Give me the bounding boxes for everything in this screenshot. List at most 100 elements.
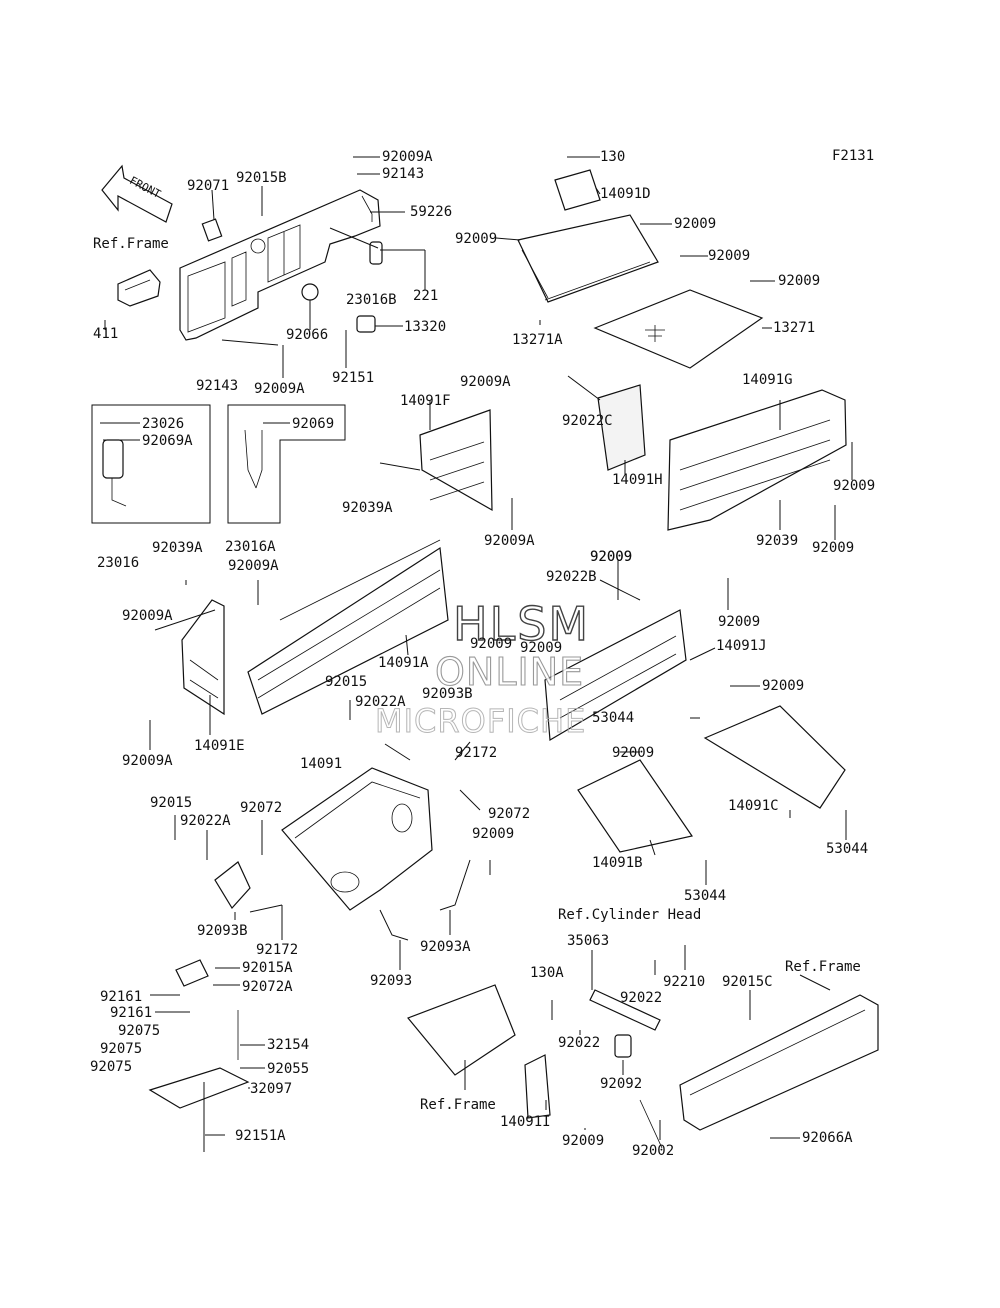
- panel-14091i: [524, 1054, 551, 1119]
- plate-13271a: [517, 169, 659, 303]
- rod-92093: [379, 909, 409, 941]
- part-number-label: 92069: [292, 416, 334, 432]
- rear-frame: [589, 989, 879, 1149]
- part-number-label: 32097: [250, 1081, 292, 1097]
- part-number-label: 92009A: [484, 533, 535, 549]
- part-number-label: 92172: [256, 942, 298, 958]
- part-number-label: 14091I: [500, 1114, 551, 1130]
- panel-14091b: [577, 759, 693, 853]
- part-number-label: 92009: [674, 216, 716, 232]
- part-number-label: 92015A: [242, 960, 293, 976]
- part-number-label: 92009: [470, 636, 512, 652]
- part-number-label: 92072: [488, 806, 530, 822]
- part-number-label: 92022C: [562, 413, 613, 429]
- part-number-label: 92015: [150, 795, 192, 811]
- part-number-label: 23016B: [346, 292, 397, 308]
- part-number-label: 92009: [472, 826, 514, 842]
- part-number-label: 92009A: [122, 608, 173, 624]
- panel-14091e: [181, 599, 225, 716]
- ref-cylinder-head: Ref.Cylinder Head: [558, 907, 701, 923]
- watermark-line-3: MICROFICHE: [375, 702, 586, 740]
- dash-panel-59226: [179, 189, 381, 341]
- panel-14091j: [544, 609, 687, 742]
- part-number-label: 92009A: [122, 753, 173, 769]
- part-number-label: 32154: [267, 1037, 309, 1053]
- part-number-label: 92071: [187, 178, 229, 194]
- part-number-label: 59226: [410, 204, 452, 220]
- part-number-label: 13320: [404, 319, 446, 335]
- part-number-label: 92075: [118, 1023, 160, 1039]
- figure-code: F2131: [832, 148, 874, 164]
- part-number-label: 92210: [663, 974, 705, 990]
- box-23016a: [227, 404, 346, 524]
- part-number-label: 23016A: [225, 539, 276, 555]
- part-number-label: 53044: [684, 888, 726, 904]
- part-number-label: 92009: [590, 549, 632, 565]
- part-number-label: 92022B: [546, 569, 597, 585]
- part-number-label: 92002: [632, 1143, 674, 1159]
- part-number-label: 14091G: [742, 372, 793, 388]
- part-number-label: 14091: [300, 756, 342, 772]
- part-number-label: 14091C: [728, 798, 779, 814]
- part-number-label: 92072: [240, 800, 282, 816]
- part-number-label: 92009: [455, 231, 497, 247]
- part-number-label: 92022: [558, 1035, 600, 1051]
- part-number-label: 92172: [455, 745, 497, 761]
- part-number-label: 92066A: [802, 1130, 853, 1146]
- leader-lines: [100, 156, 853, 1140]
- part-number-label: 14091H: [612, 472, 663, 488]
- part-number-label: 92009: [708, 248, 750, 264]
- part-number-label: 92072A: [242, 979, 293, 995]
- ref-frame-bottom-center: Ref.Frame: [420, 1097, 496, 1113]
- part-number-label: 92093B: [197, 923, 248, 939]
- part-number-label: 92143: [382, 166, 424, 182]
- frame-bracket-ref: [117, 269, 161, 307]
- part-number-label: 92009: [590, 549, 632, 565]
- part-number-label: 92151: [332, 370, 374, 386]
- part-number-label: 92015C: [722, 974, 773, 990]
- box-23016: [91, 404, 211, 524]
- panel-14091f: [419, 409, 493, 512]
- ref-frame-bottom-right: Ref.Frame: [785, 959, 861, 975]
- tray-14091: [281, 767, 433, 911]
- part-number-label: 92039A: [342, 500, 393, 516]
- frame-ref-bottom: [407, 984, 516, 1076]
- part-number-label: 92093: [370, 973, 412, 989]
- part-number-label: 14091A: [378, 655, 429, 671]
- part-number-label: 130A: [530, 965, 564, 981]
- front-arrow-icon: FRONT: [101, 164, 173, 223]
- plate-13271: [593, 289, 764, 369]
- part-number-label: 92009: [520, 640, 562, 656]
- part-92066: [301, 283, 319, 301]
- part-number-label: 221: [413, 288, 438, 304]
- part-labels: 92009A 92143 92071 92015B 59226 23016B 221 1332…: [90, 149, 875, 1159]
- part-number-label: 92009: [833, 478, 875, 494]
- part-number-label: 92009: [762, 678, 804, 694]
- part-number-label: 13271: [773, 320, 815, 336]
- panel-14091g: [667, 389, 847, 531]
- part-number-label: 92009: [562, 1133, 604, 1149]
- part-number-label: 92161: [100, 989, 142, 1005]
- watermark-line-1: HLSM: [453, 597, 590, 651]
- part-number-label: 92015B: [236, 170, 287, 186]
- part-number-label: 14091F: [400, 393, 451, 409]
- part-number-label: 92009: [778, 273, 820, 289]
- part-number-label: 53044: [592, 710, 634, 726]
- part-number-label: 23026: [142, 416, 184, 432]
- part-92071: [201, 218, 223, 242]
- ref-frame-top-left: Ref.Frame: [93, 236, 169, 252]
- part-number-label: 92055: [267, 1061, 309, 1077]
- battery-tray-32097: [148, 959, 250, 1109]
- part-number-label: 35063: [567, 933, 609, 949]
- part-13320: [356, 315, 376, 333]
- part-number-label: 23016: [97, 555, 139, 571]
- watermark-line-2: ONLINE: [435, 650, 584, 694]
- part-number-label: 14091E: [194, 738, 245, 754]
- part-number-label: 92161: [110, 1005, 152, 1021]
- panel-14091h: [597, 384, 646, 471]
- part-number-label: 92022: [620, 990, 662, 1006]
- part-23016b: [369, 241, 383, 265]
- part-number-label: 92075: [100, 1041, 142, 1057]
